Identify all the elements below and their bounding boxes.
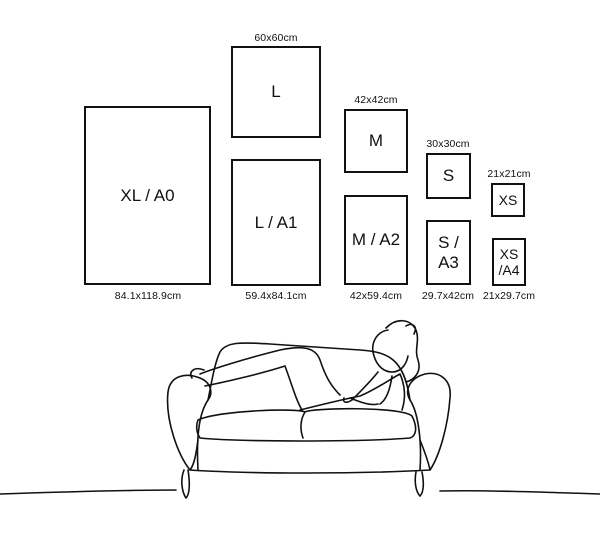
sofa-leg-right bbox=[414, 471, 425, 497]
size-label-xl-a0: 84.1x118.9cm bbox=[114, 290, 182, 302]
woman-head bbox=[372, 329, 409, 373]
frame-s-a3: S / A3 bbox=[426, 220, 471, 285]
size-label-s-a3: 29.7x42cm bbox=[421, 290, 475, 302]
floor-line bbox=[0, 489, 600, 495]
frame-xs: XS bbox=[491, 183, 525, 217]
frame-l: L bbox=[231, 46, 321, 138]
frame-label-m-a2: M / A2 bbox=[351, 230, 401, 250]
frame-s: S bbox=[426, 153, 471, 199]
size-label-l-a1: 59.4x84.1cm bbox=[245, 290, 307, 302]
frame-label-l-a1: L / A1 bbox=[254, 212, 298, 232]
woman-hair bbox=[385, 319, 420, 383]
frame-l-a1: L / A1 bbox=[231, 159, 321, 286]
sofa-seat-cushions bbox=[195, 407, 417, 442]
frame-label-l: L bbox=[271, 82, 281, 102]
sofa-base bbox=[189, 439, 431, 474]
frame-label-s-a3: S / A3 bbox=[438, 232, 459, 272]
frame-label-xs-a4: XS /A4 bbox=[498, 245, 520, 278]
sofa-back bbox=[207, 342, 411, 401]
sofa-right-arm bbox=[406, 372, 451, 471]
frame-label-xl-a0: XL / A0 bbox=[120, 185, 175, 205]
frame-m-a2: M / A2 bbox=[344, 195, 408, 285]
size-label-m: 42x42cm bbox=[354, 94, 398, 106]
size-label-xs-a4: 21x29.7cm bbox=[482, 290, 536, 302]
size-label-xs: 21x21cm bbox=[487, 168, 531, 180]
frame-m: M bbox=[344, 109, 408, 173]
frame-label-m: M bbox=[368, 131, 384, 151]
size-label-s: 30x30cm bbox=[426, 138, 470, 150]
size-label-m-a2: 42x59.4cm bbox=[349, 290, 403, 302]
frame-xl-a0: XL / A0 bbox=[84, 106, 211, 285]
sofa-left-arm bbox=[166, 374, 212, 471]
size-label-l: 60x60cm bbox=[254, 32, 298, 44]
frame-label-s: S bbox=[442, 166, 455, 186]
woman-legs bbox=[189, 346, 341, 411]
frame-label-xs: XS bbox=[498, 191, 518, 208]
frame-xs-a4: XS /A4 bbox=[492, 238, 526, 286]
sofa-leg-left bbox=[181, 469, 191, 499]
woman-arm bbox=[342, 371, 393, 405]
